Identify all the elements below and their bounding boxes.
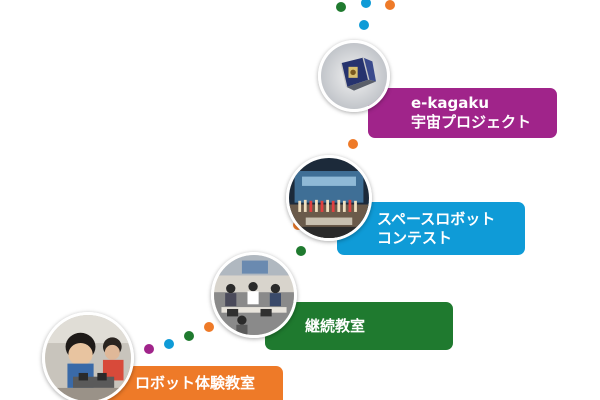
cubesat-photo (318, 40, 390, 112)
step-label-continuing-class: 継続教室 (265, 302, 453, 350)
path-dot (359, 20, 369, 30)
path-dot (336, 2, 346, 12)
path-dot (361, 0, 371, 8)
path-dot (184, 331, 194, 341)
path-dot (204, 322, 214, 332)
step-label-line1: スペースロボット (377, 209, 496, 228)
step-label-line1: ロボット体験教室 (135, 373, 256, 392)
path-dot (348, 139, 358, 149)
path-dot (385, 0, 395, 10)
step-label-robot-contest: スペースロボット コンテスト (337, 202, 525, 255)
robot-contest-stage-photo (286, 155, 372, 241)
classroom-photo (211, 252, 297, 338)
child-with-robot-photo (42, 312, 134, 400)
step-label-line2: コンテスト (377, 228, 453, 247)
path-dot (296, 246, 306, 256)
step-label-line1: 継続教室 (305, 316, 366, 335)
path-dot (164, 339, 174, 349)
step-label-line1: e-kagaku (411, 94, 490, 113)
step-label-line2: 宇宙プロジェクト (411, 113, 532, 131)
step-label-space-project: e-kagaku 宇宙プロジェクト (368, 88, 557, 138)
path-dot (144, 344, 154, 354)
